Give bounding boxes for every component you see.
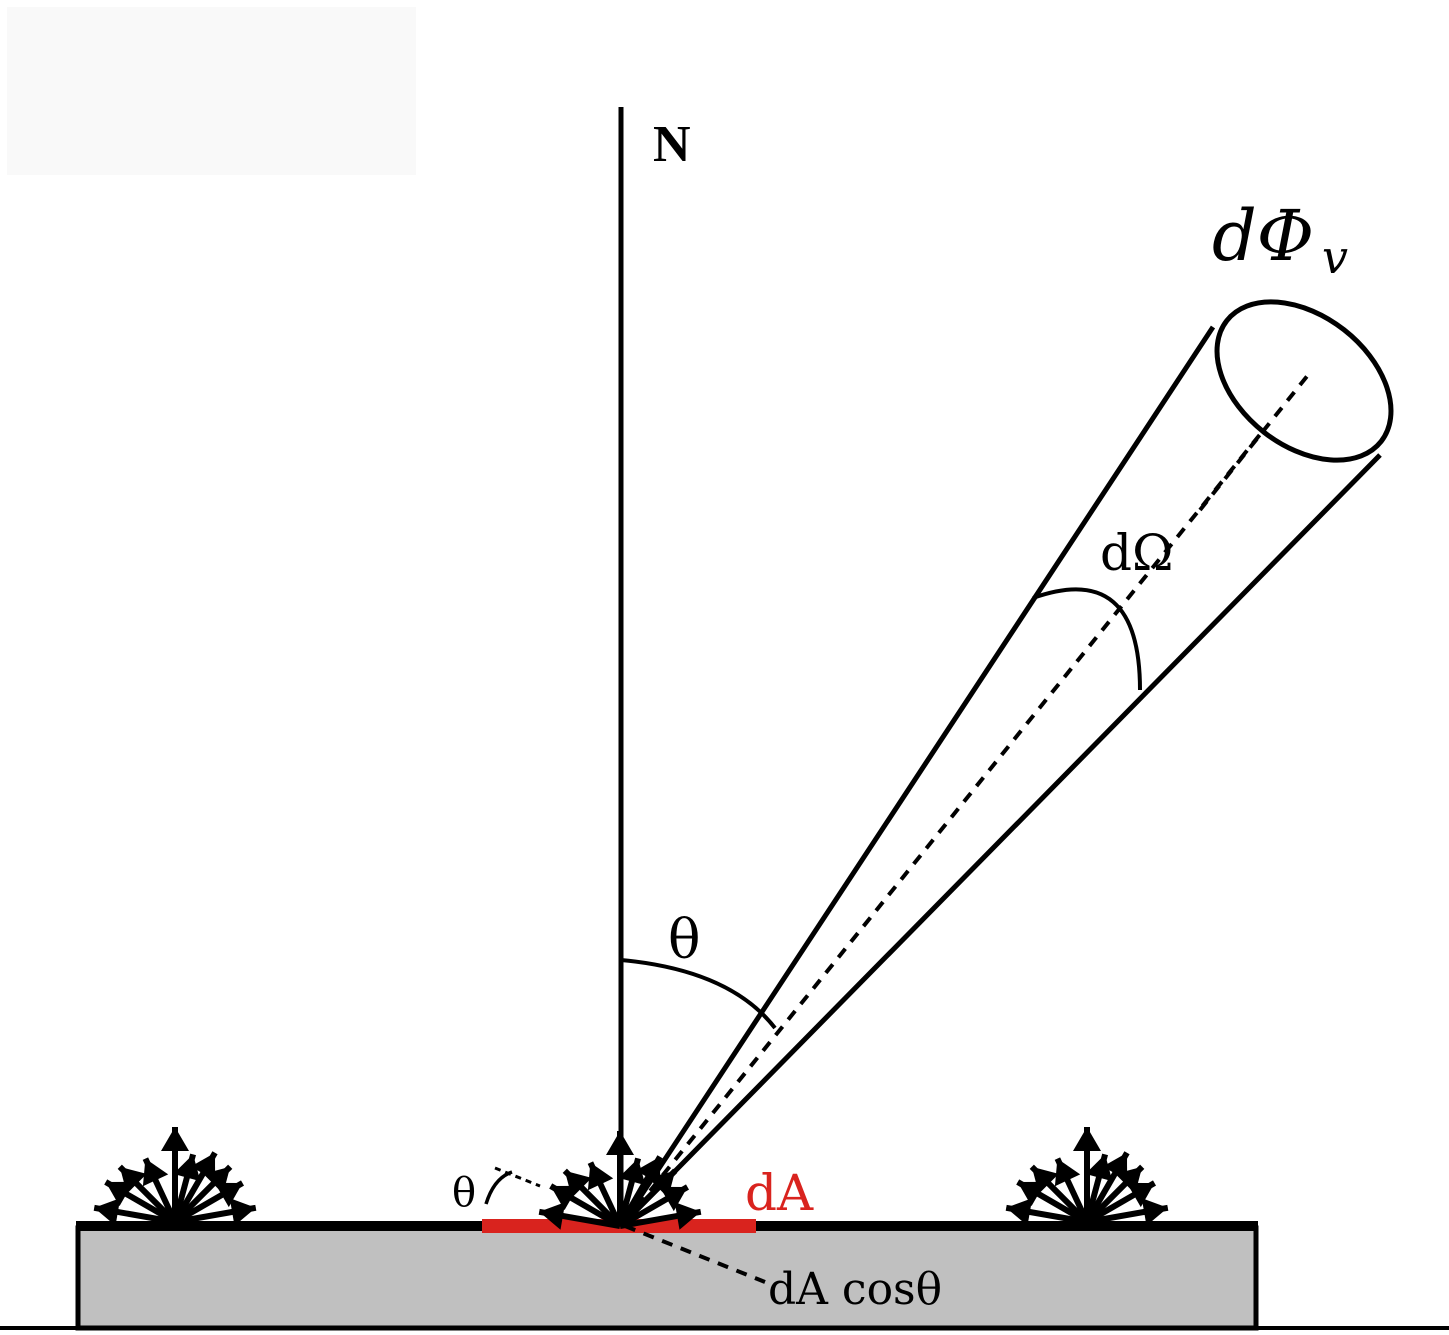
- projected-area-label: dA cosθ: [768, 1264, 942, 1315]
- emitter-arrowhead: [105, 1181, 134, 1207]
- flux-label: dΦ: [1212, 195, 1314, 277]
- projected-area-line: [624, 1224, 766, 1284]
- emitter-arrowhead: [648, 1170, 676, 1198]
- radiating-arrows-icon: [93, 1127, 257, 1226]
- flux-subscript-label: v: [1322, 230, 1348, 284]
- emitter-arrowhead: [1054, 1158, 1081, 1187]
- normal-label: N: [653, 116, 691, 173]
- emitter-arrowhead: [618, 1158, 646, 1186]
- emitter-arrowhead: [173, 1154, 201, 1182]
- cone-left-edge: [618, 325, 1216, 1228]
- cone-axis: [623, 368, 1314, 1224]
- emitter-arrowhead: [1115, 1166, 1143, 1194]
- emitter-arrowhead: [1006, 1198, 1033, 1226]
- emitter-arrowhead: [229, 1198, 256, 1226]
- theta-main-label: θ: [668, 908, 701, 971]
- emitter-arrowhead: [1073, 1127, 1101, 1151]
- emitter-arrowhead: [606, 1131, 634, 1155]
- emitter-arrowhead: [1141, 1198, 1168, 1226]
- emitter-arrowhead: [1085, 1154, 1113, 1182]
- radiating-arrows-icon: [1005, 1127, 1169, 1226]
- emitter-arrowhead: [550, 1185, 579, 1211]
- solid-angle-arc: [1032, 587, 1142, 691]
- emitter-arrowhead: [203, 1166, 231, 1194]
- placeholder-box: [7, 7, 416, 175]
- cone-right-edge: [619, 453, 1382, 1228]
- emitter-arrowhead: [142, 1158, 169, 1187]
- cone-axis-inner: [1198, 368, 1314, 512]
- theta-arc: [620, 958, 777, 1030]
- theta-small-label: θ: [452, 1170, 476, 1216]
- small-theta-arc: [484, 1170, 513, 1205]
- emitter-arrowhead: [161, 1127, 189, 1151]
- small-theta-dash: [494, 1166, 541, 1188]
- solid-angle-label: dΩ: [1100, 524, 1173, 582]
- radiating-arrows-icon: [538, 1131, 702, 1230]
- area-label: dA: [745, 1164, 814, 1222]
- emitter-arrowhead: [587, 1162, 614, 1191]
- emitter-arrowhead: [94, 1198, 121, 1226]
- emitter-arrowhead: [539, 1202, 566, 1230]
- emitter-arrowhead: [1017, 1181, 1046, 1207]
- emitter-arrowhead: [674, 1202, 701, 1230]
